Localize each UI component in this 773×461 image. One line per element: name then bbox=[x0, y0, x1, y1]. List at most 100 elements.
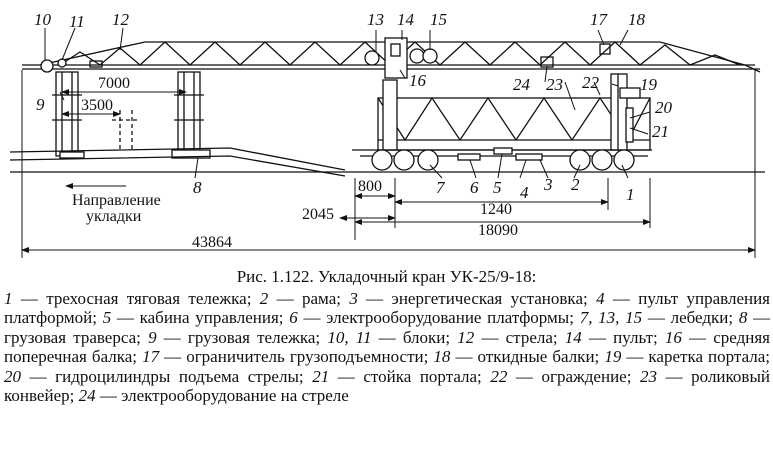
part-2: 2 bbox=[571, 175, 580, 194]
legend-item-text: — лебедки; bbox=[642, 308, 734, 328]
legend-item-number: 17 bbox=[142, 347, 160, 367]
part-19: 19 bbox=[640, 75, 658, 94]
legend-item-number: 19 bbox=[604, 347, 622, 367]
direction-label-line1: Направление bbox=[72, 192, 161, 209]
part-9: 9 bbox=[36, 95, 45, 114]
legend-item-text: — блоки; bbox=[371, 327, 451, 347]
figure-caption: Рис. 1.122. Укладочный кран УК-25/9-18: bbox=[236, 267, 537, 286]
part-20: 20 bbox=[655, 98, 673, 117]
direction-label-line2: укладки bbox=[86, 208, 142, 225]
part-18: 18 bbox=[628, 10, 646, 29]
legend-item-number: 8 bbox=[738, 308, 748, 328]
dim-800: 800 bbox=[358, 178, 382, 195]
figure-legend: 1 — трехосная тяговая тележка; 2 — рама;… bbox=[4, 289, 770, 405]
legend-item-text: — пульт; bbox=[581, 327, 658, 347]
dimension-values: 7000 3500 800 1240 2045 18090 43864 bbox=[81, 75, 518, 251]
legend-item: 23 — роликовый конвейер; bbox=[4, 367, 770, 405]
legend-item-number: 14 bbox=[564, 327, 582, 347]
part-7: 7 bbox=[436, 178, 446, 197]
legend-item: 12 — стрела; bbox=[457, 328, 557, 347]
legend-item: 17 — ограничитель грузоподъемности; bbox=[142, 347, 428, 366]
legend-item: 24 — электрооборудование на стреле bbox=[79, 386, 349, 405]
dim-1240: 1240 bbox=[480, 201, 512, 218]
legend-item-text: — трехосная тяговая тележка; bbox=[12, 289, 252, 308]
legend-item-number: 12 bbox=[457, 327, 475, 347]
part-22: 22 bbox=[582, 73, 600, 92]
part-16: 16 bbox=[409, 71, 427, 90]
part-3: 3 bbox=[543, 175, 553, 194]
legend-item-text: — электрооборудование платформы; bbox=[297, 308, 574, 328]
part-24: 24 bbox=[513, 75, 531, 94]
part-10: 10 bbox=[34, 10, 52, 29]
legend-item-text: — откидные балки; bbox=[450, 347, 600, 367]
legend-item-number: 9 bbox=[148, 327, 157, 347]
dim-7000: 7000 bbox=[98, 75, 130, 92]
legend-item-text: — средняя поперечная балка; bbox=[4, 327, 771, 367]
legend-item-number: 16 bbox=[664, 327, 682, 347]
part-15: 15 bbox=[430, 10, 447, 29]
part-21: 21 bbox=[652, 122, 669, 141]
legend-item: 5 — кабина управления; bbox=[103, 308, 284, 327]
part-1: 1 bbox=[626, 185, 635, 204]
part-6: 6 bbox=[470, 178, 479, 197]
part-23: 23 bbox=[546, 75, 563, 94]
legend-item: 8 — грузовая траверса; bbox=[4, 308, 770, 346]
legend-item-number: 4 bbox=[596, 289, 605, 308]
legend-item-number: 18 bbox=[433, 347, 451, 367]
legend-item-number: 5 bbox=[102, 308, 112, 328]
part-13: 13 bbox=[367, 10, 384, 29]
legend-item-number: 1 bbox=[4, 289, 13, 308]
legend-item: 21 — стойка портала; bbox=[312, 367, 482, 386]
legend-item-number: 6 bbox=[289, 308, 298, 328]
legend-item: 3 — энергетическая установка; bbox=[349, 289, 587, 308]
platform bbox=[352, 73, 652, 171]
legend-item-number: 3 bbox=[349, 289, 358, 308]
legend-item-text: — стрела; bbox=[474, 327, 558, 347]
legend-item: 18 — откидные балки; bbox=[433, 347, 599, 366]
legend-item: 14 — пульт; bbox=[565, 328, 658, 347]
cargo-trolley bbox=[52, 71, 211, 159]
legend-item-text: — рама; bbox=[268, 289, 341, 308]
part-8: 8 bbox=[193, 178, 202, 197]
part-14: 14 bbox=[397, 10, 415, 29]
legend-item-text: — стойка портала; bbox=[329, 366, 482, 386]
part-11: 11 bbox=[69, 12, 85, 31]
track-panel bbox=[9, 147, 765, 177]
crane-drawing: 10 11 12 13 14 15 17 18 16 24 23 22 19 9… bbox=[9, 10, 765, 258]
legend-item-text: — кабина управления; bbox=[111, 308, 284, 328]
legend-item: 19 — каретка портала; bbox=[604, 347, 770, 366]
legend-item: 22 — ограждение; bbox=[490, 367, 631, 386]
legend-item-text: — ограждение; bbox=[507, 366, 632, 386]
legend-item: 7, 13, 15 — лебедки; bbox=[580, 308, 733, 327]
dim-18090: 18090 bbox=[478, 222, 518, 239]
legend-item-text: — каретка портала; bbox=[621, 347, 771, 367]
legend-item-number: 22 bbox=[490, 366, 508, 386]
legend-item-text: — электрооборудование на стреле bbox=[95, 386, 349, 406]
legend-item-number: 24 bbox=[78, 386, 96, 406]
dim-3500: 3500 bbox=[81, 97, 113, 114]
leader-lines bbox=[44, 27, 651, 179]
legend-item-text: — гидроцилиндры подъема стрелы; bbox=[21, 366, 304, 386]
legend-item-number: 10, 11 bbox=[327, 327, 372, 347]
dimension-lines bbox=[21, 70, 756, 258]
legend-item-number: 20 bbox=[4, 366, 21, 386]
legend-item-text: — грузовая тележка; bbox=[156, 327, 321, 347]
legend-item: 10, 11 — блоки; bbox=[327, 328, 450, 347]
laying-direction: Направление укладки bbox=[72, 192, 161, 225]
part-5: 5 bbox=[493, 178, 502, 197]
part-number-labels: 10 11 12 13 14 15 17 18 16 24 23 22 19 9… bbox=[34, 10, 673, 204]
legend-item-number: 23 bbox=[640, 366, 658, 386]
dim-2045: 2045 bbox=[302, 206, 334, 223]
legend-item: 1 — трехосная тяговая тележка; bbox=[4, 289, 251, 308]
legend-item-text: — энергетическая установка; bbox=[357, 289, 588, 308]
part-12: 12 bbox=[112, 10, 130, 29]
legend-item: 4 — пульт управления платформой; bbox=[4, 289, 770, 327]
legend-item-text: — пульт управления платформой; bbox=[4, 289, 771, 328]
part-17: 17 bbox=[590, 10, 609, 29]
legend-item-text: — ограничитель грузоподъемности; bbox=[159, 347, 429, 367]
part-4: 4 bbox=[520, 183, 529, 202]
legend-item: 9 — грузовая тележка; bbox=[148, 328, 320, 347]
legend-item-text: — грузовая траверса; bbox=[4, 308, 771, 347]
dim-43864: 43864 bbox=[192, 234, 232, 251]
legend-item: 2 — рама; bbox=[260, 289, 341, 308]
